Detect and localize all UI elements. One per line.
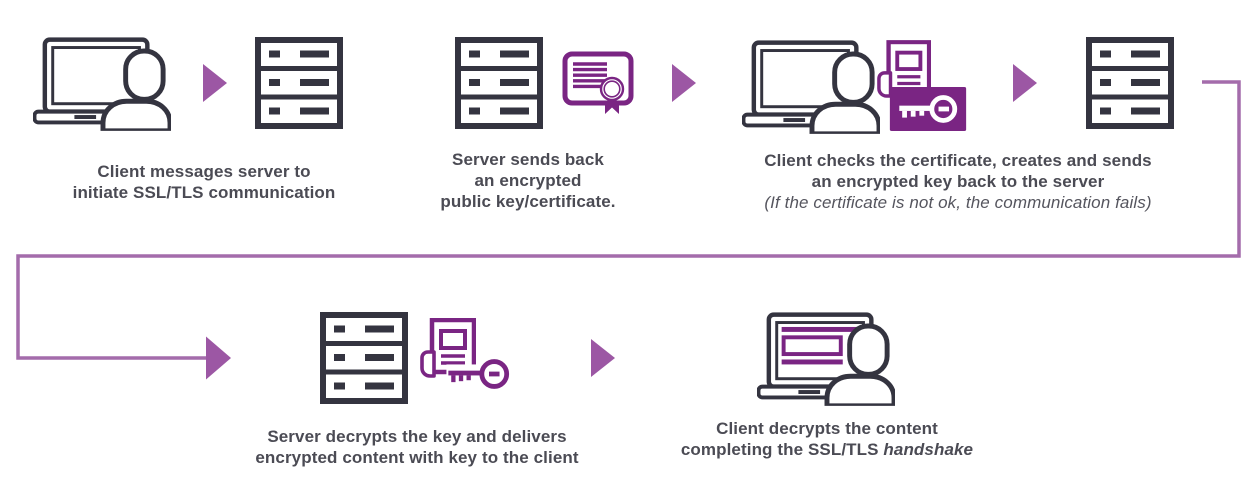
server-icon bbox=[455, 37, 543, 129]
caption-note: (If the certificate is not ok, the commu… bbox=[764, 193, 1152, 212]
caption-line: public key/certificate. bbox=[440, 192, 616, 211]
certificate-icon bbox=[562, 51, 638, 117]
caption-text: completing the SSL/TLS bbox=[680, 440, 884, 459]
arrow-icon bbox=[591, 339, 615, 377]
caption-line: an encrypted key back to the server bbox=[811, 172, 1105, 191]
caption-italic-text: handshake bbox=[883, 440, 974, 459]
caption-line: Client checks the certificate, creates a… bbox=[764, 151, 1152, 170]
laptop-user-content-icon bbox=[757, 312, 895, 406]
arrow-icon bbox=[672, 64, 696, 102]
caption-line: Client messages server to bbox=[97, 162, 311, 181]
caption-line: encrypted content with key to the client bbox=[255, 448, 579, 467]
step2-caption: Server sends back an encrypted public ke… bbox=[378, 149, 678, 212]
arrow-icon bbox=[1013, 64, 1037, 102]
step1-caption: Client messages server to initiate SSL/T… bbox=[24, 161, 384, 203]
key-icon bbox=[443, 352, 513, 396]
server-icon bbox=[320, 312, 408, 404]
step4-caption: Server decrypts the key and delivers enc… bbox=[217, 426, 617, 468]
caption-line: completing the SSL/TLS handshake bbox=[637, 439, 1017, 460]
step3-caption: Client checks the certificate, creates a… bbox=[708, 150, 1208, 213]
laptop-user-icon bbox=[742, 40, 880, 134]
server-icon bbox=[1086, 37, 1174, 129]
laptop-user-icon bbox=[33, 37, 171, 131]
caption-line: Server sends back bbox=[452, 150, 604, 169]
key-icon bbox=[889, 87, 967, 131]
caption-line: Client decrypts the content bbox=[716, 419, 938, 438]
caption-line: Server decrypts the key and delivers bbox=[267, 427, 567, 446]
caption-line: initiate SSL/TLS communication bbox=[72, 183, 336, 202]
connector-arrowhead bbox=[206, 336, 231, 380]
step5-caption: Client decrypts the content completing t… bbox=[637, 418, 1017, 460]
caption-line: an encrypted bbox=[474, 171, 582, 190]
server-icon bbox=[255, 37, 343, 129]
arrow-icon bbox=[203, 64, 227, 102]
